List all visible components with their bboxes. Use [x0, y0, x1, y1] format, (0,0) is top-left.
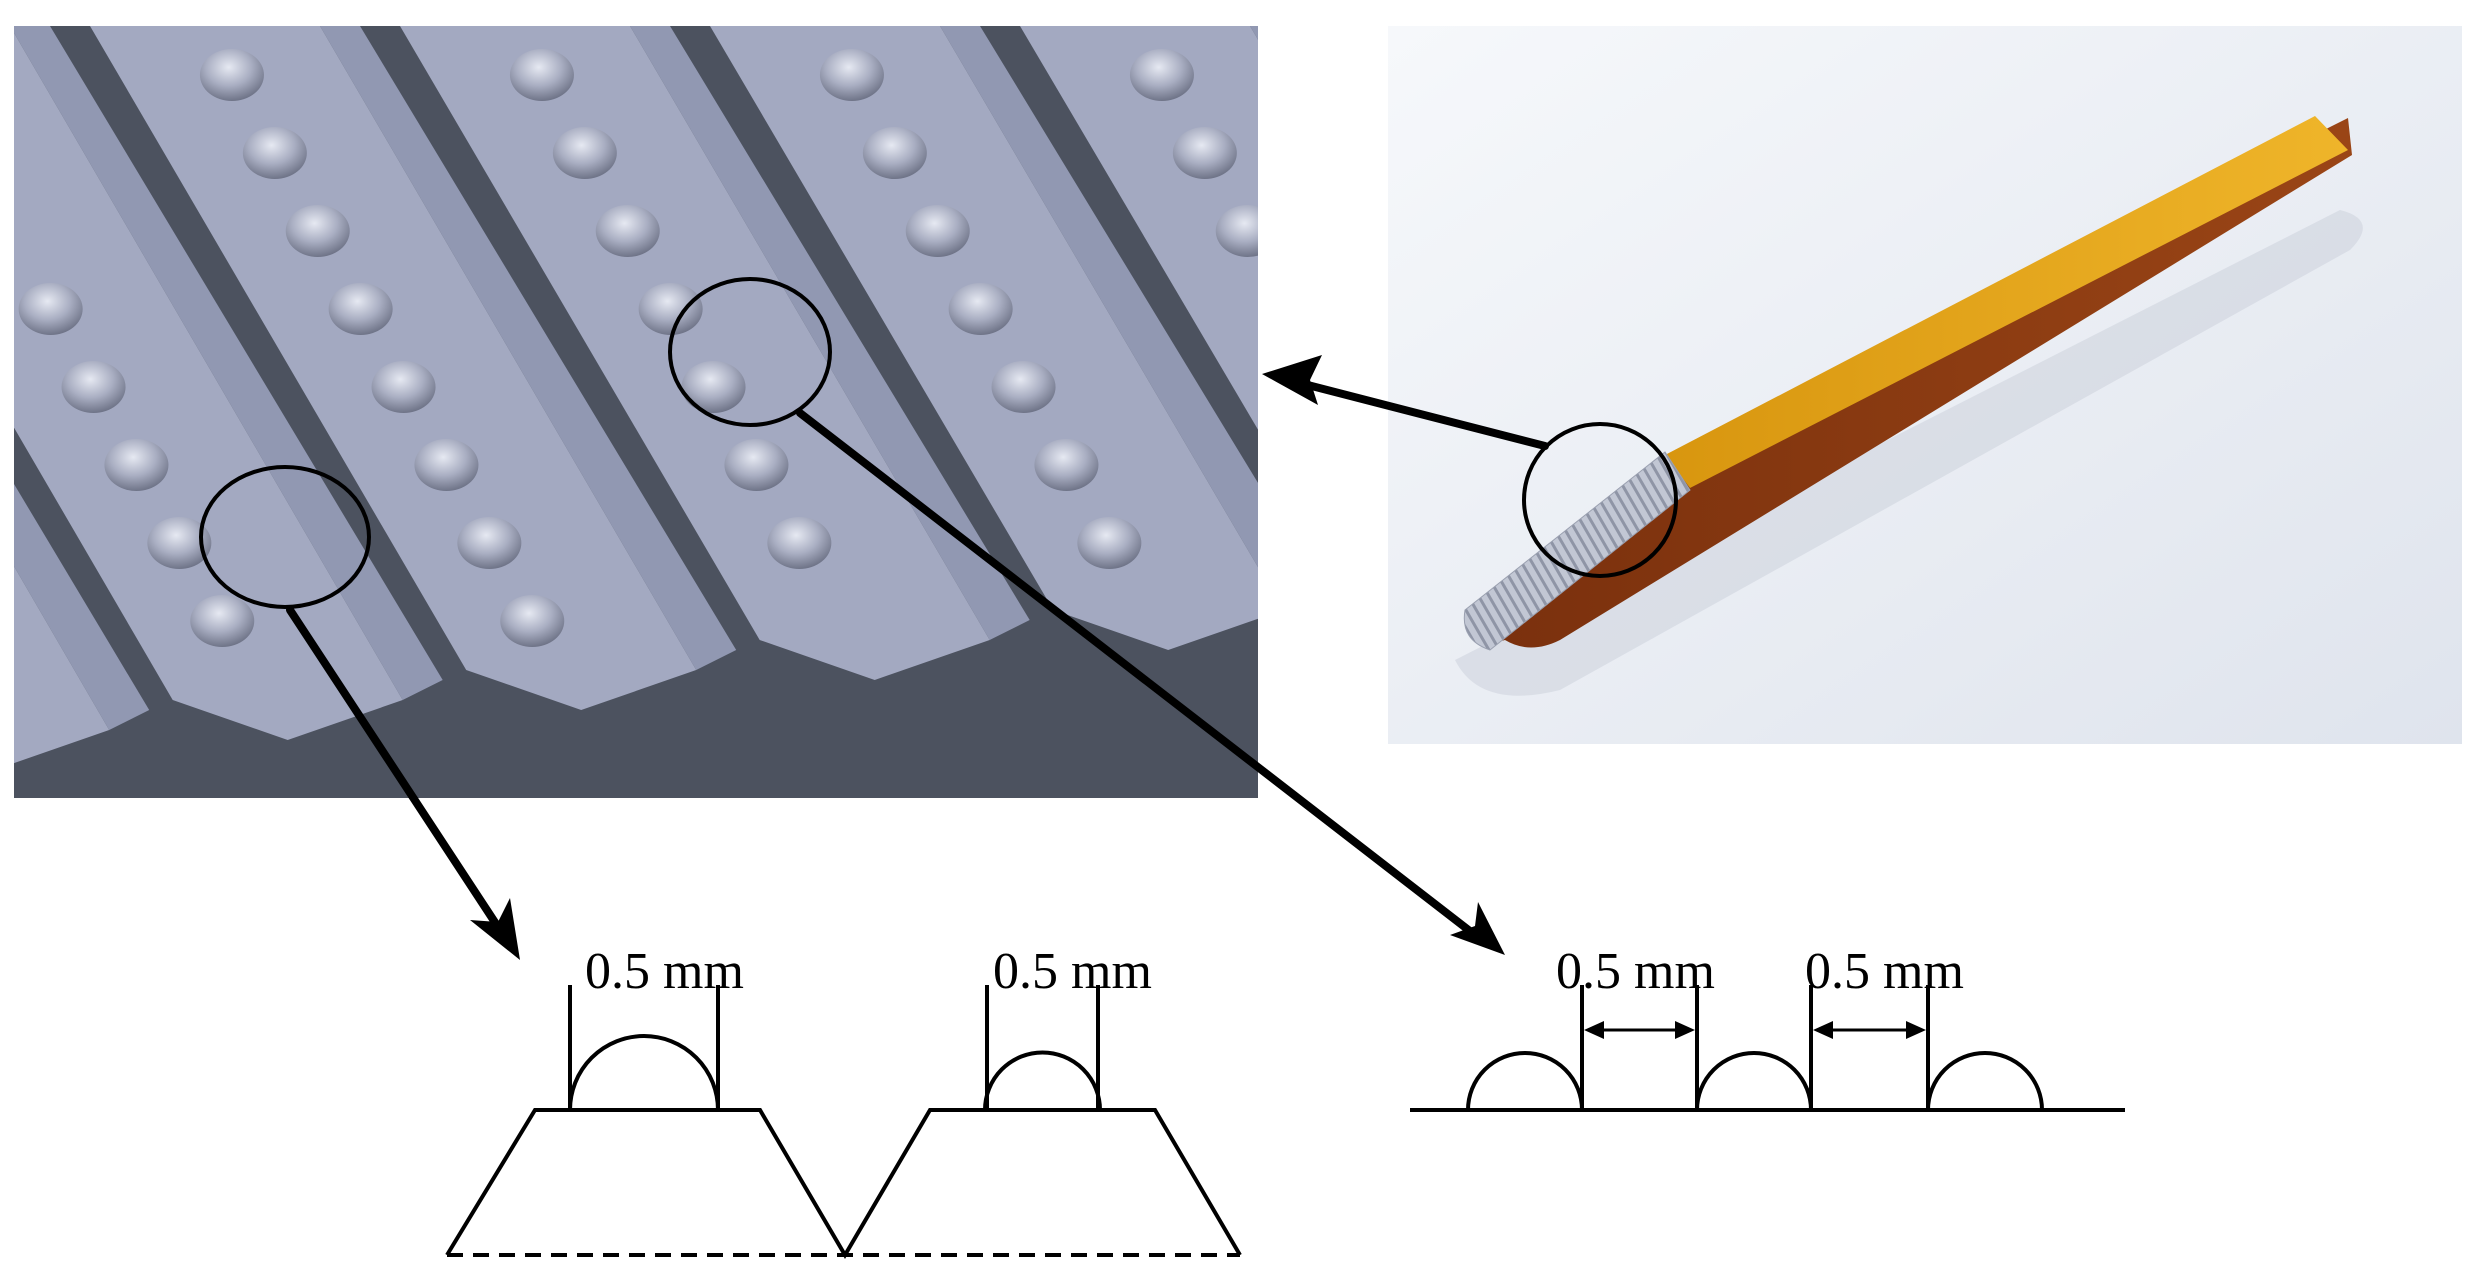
- dimple: [500, 595, 565, 647]
- ridge-cross-section: [445, 985, 1242, 1259]
- dimple: [242, 127, 307, 179]
- ridge-shade: [630, 26, 1030, 640]
- spacing-arrowhead: [1906, 1021, 1926, 1039]
- ridge-shade: [1250, 26, 1258, 40]
- ridge-face: [1020, 26, 1258, 430]
- arrowhead-down-left: [470, 898, 520, 960]
- ridge-face: [14, 566, 110, 764]
- arrowhead-left: [1262, 355, 1322, 405]
- dimple: [457, 517, 522, 569]
- zoom-circle-single-dimple: [199, 465, 371, 609]
- dimple: [595, 205, 660, 257]
- dimple: [285, 205, 350, 257]
- dimple: [1215, 205, 1258, 257]
- blade-render: [1388, 26, 2462, 744]
- dimple: [552, 127, 617, 179]
- dimple: [1077, 517, 1142, 569]
- ridge-shade: [940, 26, 1258, 568]
- dimple: [724, 439, 789, 491]
- ridge-face: [710, 26, 1258, 650]
- dimple: [638, 283, 703, 335]
- dimple-array: [18, 49, 1258, 647]
- dimple: [104, 439, 169, 491]
- dimple: [509, 49, 574, 101]
- dimple: [1129, 49, 1194, 101]
- dimple: [767, 517, 832, 569]
- ridge-face: [400, 26, 990, 680]
- spacing-label-right: 0.5 mm: [1805, 943, 1964, 1000]
- dimple: [1172, 127, 1237, 179]
- spacing-arrowhead: [1675, 1021, 1695, 1039]
- dimple: [61, 361, 126, 413]
- dimple: [199, 49, 264, 101]
- arrowhead-down-right: [1450, 902, 1505, 955]
- dimple: [414, 439, 479, 491]
- dimple: [1034, 439, 1099, 491]
- dimple: [862, 127, 927, 179]
- dimple: [328, 283, 393, 335]
- ridge-shade: [14, 484, 150, 730]
- blade-zoom-circle: [1522, 422, 1678, 578]
- zoom-circle-dimple-pair: [668, 277, 832, 427]
- dimple: [18, 283, 83, 335]
- dimple-spacing-profile: [1410, 985, 2125, 1112]
- spacing-arrowhead: [1584, 1021, 1604, 1039]
- ridge-shade: [320, 26, 737, 670]
- ridge-shade: [14, 26, 443, 700]
- dimple: [147, 517, 212, 569]
- bump-width-label-left: 0.5 mm: [585, 943, 744, 1000]
- spacing-label-left: 0.5 mm: [1556, 943, 1715, 1000]
- spacing-arrowhead: [1813, 1021, 1833, 1039]
- ridge-face: [14, 32, 403, 740]
- textured-surface-render: [14, 26, 1258, 798]
- bump-width-label-right: 0.5 mm: [993, 943, 1152, 1000]
- callout-arrows: [286, 379, 1549, 939]
- dimple: [948, 283, 1013, 335]
- dimple: [681, 361, 746, 413]
- dimple: [905, 205, 970, 257]
- ridge-bands: [14, 26, 1258, 764]
- dimple: [371, 361, 436, 413]
- dimple: [190, 595, 255, 647]
- dimple: [991, 361, 1056, 413]
- dimple: [819, 49, 884, 101]
